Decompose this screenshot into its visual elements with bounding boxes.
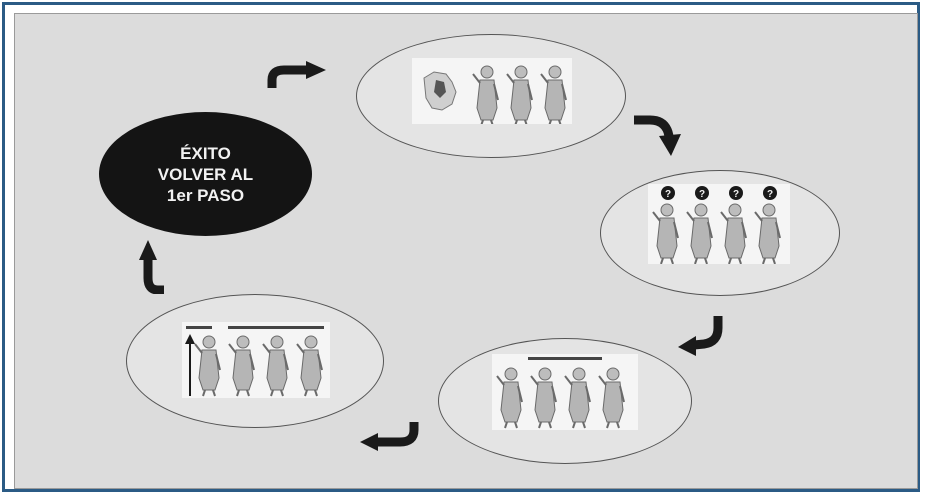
person-figure (263, 336, 288, 396)
map-icon (424, 72, 456, 110)
question-marks: ? ? ? ? (661, 186, 777, 200)
curved-arrow-5-icon (134, 238, 178, 294)
figure-row (653, 204, 780, 264)
success-line-1: ÉXITO (158, 143, 253, 164)
step-2-card: ? ? ? ? (648, 184, 790, 264)
question-mark-2: ? (699, 189, 705, 200)
question-mark-4: ? (767, 189, 773, 200)
person-figure (653, 204, 678, 264)
step-1-illustration (412, 58, 572, 124)
person-figure (531, 368, 556, 428)
step-4-card (182, 322, 330, 398)
person-figure (195, 336, 220, 396)
question-mark-1: ? (665, 189, 671, 200)
success-line-3: 1er PASO (158, 185, 253, 206)
person-figure (541, 66, 566, 124)
step-1-card (412, 58, 572, 124)
success-node: ÉXITO VOLVER AL 1er PASO (99, 112, 312, 236)
person-figure (507, 66, 532, 124)
step-3-card (492, 354, 638, 430)
small-caption-text (528, 357, 602, 360)
person-figure (229, 336, 254, 396)
person-figure (687, 204, 712, 264)
curved-arrow-4-icon (358, 418, 420, 452)
person-figure (297, 336, 322, 396)
question-mark-3: ? (733, 189, 739, 200)
person-figure (755, 204, 780, 264)
figure-row (473, 66, 572, 124)
step-4-illustration (182, 322, 330, 398)
curved-arrow-3-icon (676, 312, 730, 358)
person-figure (721, 204, 746, 264)
person-figure (599, 368, 624, 428)
figure-row (195, 336, 322, 396)
curved-arrow-2-icon (630, 112, 686, 158)
person-figure (497, 368, 522, 428)
small-caption-text (186, 326, 324, 329)
person-figure (565, 368, 590, 428)
vertical-arrow-icon (185, 334, 195, 396)
person-figure (473, 66, 498, 124)
step-3-illustration (492, 354, 638, 430)
figure-row (497, 368, 624, 428)
step-2-illustration: ? ? ? ? (648, 184, 790, 264)
success-line-2: VOLVER AL (158, 164, 253, 185)
curved-arrow-1-icon (266, 60, 330, 94)
